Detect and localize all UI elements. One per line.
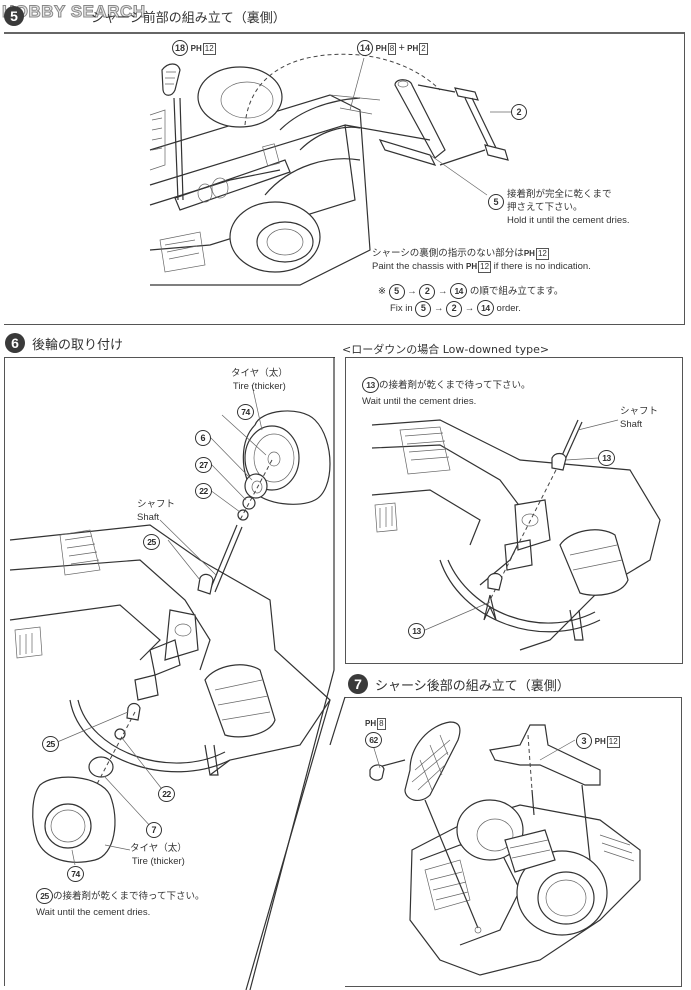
step7-title: シャーシ後部の組み立て（裏側）	[375, 678, 570, 694]
part-number-6: 6	[195, 430, 211, 446]
step6-shaft-label: シャフト Shaft	[137, 499, 176, 523]
lowdown-shaft-label: シャフト Shaft	[620, 406, 659, 430]
part-number-5: 5	[488, 194, 504, 210]
part-number-13-bottom: 13	[408, 623, 425, 639]
part-number-18: 18	[172, 40, 188, 56]
step5-panel	[4, 32, 685, 325]
part-number-22-bottom: 22	[158, 786, 175, 802]
part-number-3: 3	[576, 733, 592, 749]
part-number-62: 62	[365, 732, 382, 748]
hobby-search-watermark: HOBBY SEARCH	[2, 2, 146, 22]
part-number-13-top: 13	[598, 450, 615, 466]
step7-badge: 7	[348, 674, 368, 694]
step5-order-note: ※ 5 → 2 → 14 の順で組み立てます。 Fix in 5 → 2 → 1…	[378, 283, 563, 317]
step5-title: シャーシ前部の組み立て（裏側）	[91, 10, 286, 26]
part-number-74-top: 74	[237, 404, 254, 420]
part-number-74-bottom: 74	[67, 866, 84, 882]
part-number-14: 14	[357, 40, 373, 56]
part-number-2: 2	[511, 104, 527, 120]
step7-heading: 7 シャーシ後部の組み立て（裏側）	[348, 674, 570, 694]
part-number-25-bottom: 25	[42, 736, 59, 752]
step6-title: 後輪の取り付け	[32, 337, 124, 353]
lowdown-panel	[345, 357, 683, 664]
step6-tire-label-top: タイヤ（太） Tire (thicker)	[231, 368, 288, 392]
step5-callout-part2: 2	[511, 104, 527, 120]
step6-tire-label-bottom: タイヤ（太） Tire (thicker)	[130, 843, 187, 867]
part-number-22-top: 22	[195, 483, 212, 499]
step6-badge: 6	[5, 333, 25, 353]
step5-heading: 5 シャーシ前部の組み立て（裏側）	[4, 6, 286, 26]
step5-badge: 5	[4, 6, 24, 26]
lowdown-title: <ローダウンの場合 Low-downed type>	[342, 343, 550, 356]
part-number-7: 7	[146, 822, 162, 838]
step6-heading: 6 後輪の取り付け	[5, 333, 123, 353]
part-number-25-top: 25	[143, 534, 160, 550]
step5-chassis-illustration	[149, 53, 512, 286]
step5-callout-part5: 5 接着剤が完全に乾くまで 押さえて下さい。 Hold it until the…	[488, 188, 630, 227]
part-number-27: 27	[195, 457, 212, 473]
